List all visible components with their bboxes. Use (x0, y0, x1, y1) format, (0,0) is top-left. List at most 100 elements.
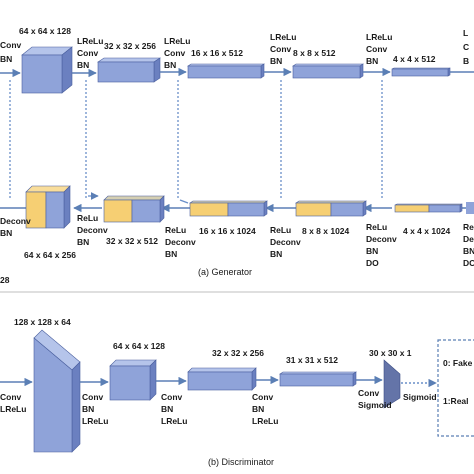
op-label: BN (0, 228, 12, 238)
encoder-ops-2: LReLu Conv BN (77, 36, 103, 70)
op-label: Conv (0, 392, 22, 402)
encoder-dim-4: 8 x 8 x 512 (293, 48, 336, 58)
encoder-dim-3: 16 x 16 x 512 (191, 48, 243, 58)
encoder-ops-3: LReLu Conv BN (164, 36, 190, 70)
encoder-block-5 (391, 67, 451, 77)
disc-block-3 (187, 367, 257, 391)
disc-dim-1: 128 x 128 x 64 (14, 317, 71, 327)
op-label: LReLu (270, 32, 296, 42)
op-label: LReLu (82, 416, 108, 426)
op-label: LReLu (164, 36, 190, 46)
encoder-ops-4: LReLu Conv BN (270, 32, 296, 66)
disc-ops-1: Conv LReLu (0, 392, 26, 414)
op-label: B (463, 56, 469, 66)
op-label: BN (165, 249, 177, 259)
disc-dim-3: 32 x 32 x 256 (212, 348, 264, 358)
disc-ops-4: Conv BN LReLu (252, 392, 278, 426)
op-label: Re (463, 222, 474, 232)
op-label: BN (82, 404, 94, 414)
decoder-block-4 (295, 200, 367, 217)
op-label: LReLu (0, 404, 26, 414)
generator-caption: (a) Generator (198, 267, 252, 277)
disc-ops-2: Conv BN LReLu (82, 392, 108, 426)
op-label: LReLu (366, 32, 392, 42)
op-label: ReLu (77, 213, 98, 223)
disc-ops-5: Conv Sigmoid (358, 388, 392, 410)
output-real-label: 1:Real (443, 396, 469, 406)
op-label: L (463, 28, 468, 38)
op-label: LReLu (252, 416, 278, 426)
op-label: Sigmoid (358, 400, 392, 410)
disc-dim-5: 30 x 30 x 1 (369, 348, 412, 358)
decoder-block-3 (189, 200, 268, 217)
disc-block-4 (279, 371, 357, 387)
encoder-arrows (0, 67, 474, 78)
disc-arrows (0, 375, 383, 387)
op-label: C (463, 42, 469, 52)
encoder-block-4 (292, 63, 364, 79)
op-label: BN (270, 56, 282, 66)
disc-block-1 (33, 329, 81, 453)
disc-block-5 (383, 359, 401, 409)
op-label: Conv (358, 388, 380, 398)
disc-dim-2: 64 x 64 x 128 (113, 341, 165, 351)
op-label: Deconv (77, 225, 108, 235)
op-label: BN (270, 249, 282, 259)
disc-dim-4: 31 x 31 x 512 (286, 355, 338, 365)
decoder-dim-2: 32 x 32 x 512 (106, 236, 158, 246)
decoder-ops-4: ReLu Deconv BN (270, 225, 301, 259)
op-label: BN (366, 56, 378, 66)
op-label: BN (366, 246, 378, 256)
encoder-ops-6: L C B (463, 28, 469, 66)
decoder-ops-6: Re De BN DO (463, 222, 474, 268)
encoder-dim-2: 32 x 32 x 256 (104, 41, 156, 51)
sigmoid-label: Sigmoid (403, 392, 437, 402)
decoder-ops-2: ReLu Deconv BN (77, 213, 108, 247)
op-label: Conv (161, 392, 183, 402)
encoder-block-3 (187, 63, 265, 79)
op-label: Conv (82, 392, 104, 402)
op-label: LReLu (161, 416, 187, 426)
encoder-dim-1: 64 x 64 x 128 (19, 26, 71, 36)
decoder-block-6-partial (466, 202, 474, 214)
op-label: Conv (164, 48, 186, 58)
op-label: ReLu (366, 222, 387, 232)
op-label: De (463, 234, 474, 244)
decoder-dim-3: 16 x 16 x 1024 (199, 226, 256, 236)
encoder-ops-1: Conv BN (0, 40, 22, 64)
op-label: BN (0, 54, 12, 64)
op-label: Deconv (270, 237, 301, 247)
encoder-dim-5: 4 x 4 x 512 (393, 54, 436, 64)
op-label: DO (463, 258, 474, 268)
discriminator-caption: (b) Discriminator (208, 457, 274, 467)
decoder-block-5 (394, 203, 463, 213)
op-label: Conv (0, 40, 22, 50)
output-fake-label: 0: Fake (443, 358, 473, 368)
output-box: 0: Fake 1:Real (437, 339, 474, 437)
encoder-ops-5: LReLu Conv BN (366, 32, 392, 66)
op-label: DO (366, 258, 379, 268)
decoder-ops-3: ReLu Deconv BN (165, 225, 196, 259)
op-label: ReLu (270, 225, 291, 235)
op-label: LReLu (77, 36, 103, 46)
op-label: BN (161, 404, 173, 414)
op-label: Deconv (0, 216, 31, 226)
disc-block-2 (109, 359, 157, 401)
op-label: BN (77, 60, 89, 70)
op-label: BN (164, 60, 176, 70)
decoder-dim-5: 4 x 4 x 1024 (403, 226, 451, 236)
op-label: BN (463, 246, 474, 256)
op-label: Deconv (366, 234, 397, 244)
decoder-block-2 (103, 195, 165, 223)
op-label: Conv (366, 44, 388, 54)
skip-connections (9, 80, 383, 204)
op-label: BN (77, 237, 89, 247)
disc-ops-3: Conv BN LReLu (161, 392, 187, 426)
op-label: ReLu (165, 225, 186, 235)
decoder-ops-5: ReLu Deconv BN DO (366, 222, 397, 268)
op-label: Conv (252, 392, 274, 402)
op-label: BN (252, 404, 264, 414)
decoder-ops-1: Deconv BN (0, 216, 31, 238)
left-edge-label: 28 (0, 275, 10, 285)
